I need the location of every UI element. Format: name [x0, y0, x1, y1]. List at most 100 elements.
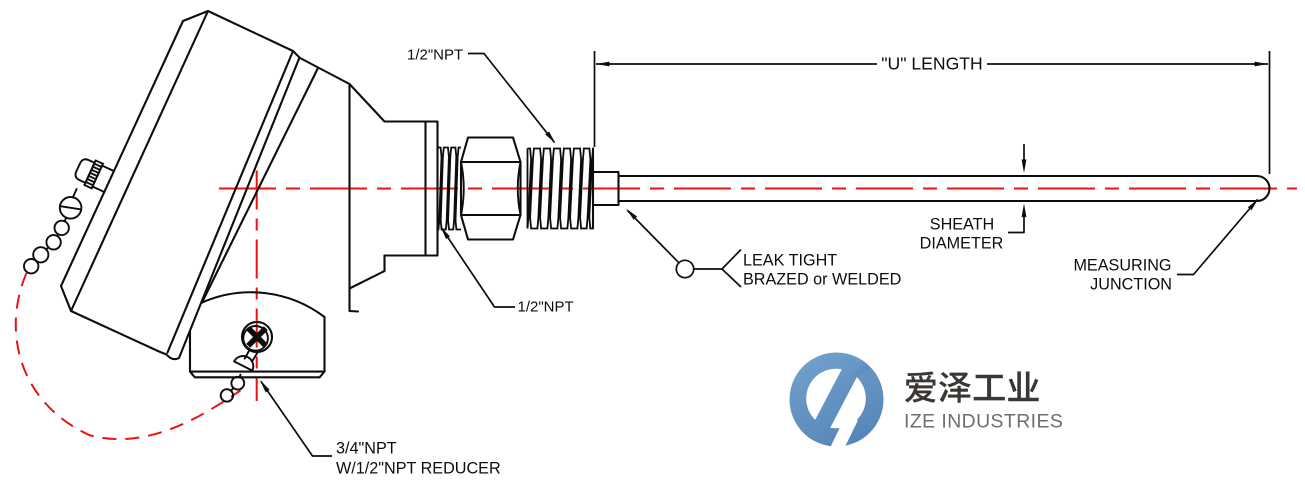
label-npt-side: 1/2"NPT: [440, 226, 574, 316]
chain-lug-knurl: [91, 165, 102, 171]
npt-threads-flanks: [527, 159, 593, 218]
chain-lug-knurl: [84, 181, 95, 187]
chain-lug-head: [74, 158, 96, 184]
npt-side-leader: [440, 227, 515, 308]
hex-outline: [459, 136, 522, 241]
chain-lug-knurl: [87, 174, 97, 181]
npt-threads-top: [527, 147, 595, 161]
chain-lug-knurl: [93, 162, 103, 168]
label-measuring-junction: MEASURING JUNCTION: [1073, 198, 1259, 294]
chain-bead-link: [56, 233, 60, 237]
centerlines: [14, 170, 1297, 441]
sheath-diameter-label-line1: SHEATH: [930, 216, 994, 234]
reducer-arrow: [260, 380, 270, 393]
leak-balloon-circle: [675, 259, 695, 279]
logo-band-wedge: [851, 357, 870, 379]
npt-top-arrow: [545, 131, 556, 144]
hex-facet-lines: [460, 161, 522, 216]
npt-threads-bottom: [526, 216, 593, 230]
reducer-label-line2: W/1/2"NPT REDUCER: [336, 460, 501, 478]
logo-chinese-glyphs: [904, 371, 1039, 403]
npt-top-leader: [468, 52, 556, 144]
hub-outline: [383, 120, 439, 257]
chain-lug-knurl: [86, 177, 96, 184]
chain-lug-line: [101, 164, 115, 172]
chain-lug-line: [91, 185, 106, 193]
u-length-label: "U" LENGTH: [881, 54, 982, 74]
leak-label-line1: LEAK TIGHT: [743, 252, 837, 270]
cap-chain-assembly: [23, 158, 115, 275]
leak-label-line2: BRAZED or WELDED: [743, 271, 901, 289]
hex-facet-arcs: [460, 161, 522, 216]
chain-eyelet: [58, 196, 83, 220]
chain-lug-knurl: [90, 168, 100, 174]
logo: 爱泽工业 IZE INDUSTRIES: [789, 352, 1063, 457]
reducer-leader: [260, 381, 332, 457]
body-cone-top: [348, 82, 386, 123]
measuring-label-line2: JUNCTION: [1090, 276, 1172, 294]
sheath-outline: [617, 174, 1271, 203]
sheath-dim-lines: [1008, 144, 1025, 234]
measuring-label-line1: MEASURING: [1073, 257, 1171, 275]
npt-side-arrow: [440, 226, 450, 239]
leak-arrow: [626, 208, 638, 220]
logo-icon: [789, 352, 884, 457]
logo-ring-cut: [828, 414, 858, 457]
sheath-dim-arrows: [1021, 159, 1027, 217]
nipple-threads-flanks: [438, 156, 459, 221]
anchor-cap: [233, 355, 255, 372]
extension-hub: [383, 120, 439, 257]
chain-lug-knurl: [83, 184, 93, 190]
anchor-bead-link: [238, 373, 242, 379]
chain-eyelet-link: [71, 188, 78, 199]
chain-swing-arc: [14, 272, 242, 441]
label-npt-top: 1/2"NPT: [407, 47, 556, 144]
union-hex-nut: [459, 136, 522, 241]
body-right-face: [348, 82, 360, 313]
chain-eyelet-bar: [59, 205, 83, 211]
body-shoulder: [298, 56, 351, 86]
anchor-bead-link: [230, 387, 235, 392]
chain-bead: [23, 258, 40, 275]
sheath-diameter-label-line2: DIAMETER: [920, 235, 1004, 253]
head-cap: [59, 9, 301, 361]
u-dim-arrows: [596, 61, 1268, 67]
nipple-threads-bottom: [437, 219, 461, 231]
leak-leader: [626, 209, 742, 288]
conduit-boss: [188, 291, 326, 403]
cap-rim-line: [166, 49, 295, 354]
label-npt-reducer: 3/4"NPT W/1/2"NPT REDUCER: [260, 380, 501, 478]
logo-diagonal-band: [807, 355, 865, 442]
logo-latin-text: IZE INDUSTRIES: [904, 411, 1063, 433]
anchor-bead: [230, 375, 246, 391]
sheath-tube: [617, 174, 1271, 203]
dimension-u-length: "U" LENGTH: [593, 51, 1271, 174]
nipple-threads-top: [437, 146, 461, 158]
cap-chamfer-line: [69, 9, 210, 313]
weld-collar: [591, 170, 620, 207]
measuring-arrow: [1247, 198, 1259, 211]
chain-lug-knurl: [94, 159, 104, 165]
chain-bead-link: [63, 216, 68, 223]
anchor-bead: [219, 388, 235, 403]
npt-top-label: 1/2"NPT: [407, 47, 463, 64]
reducer-label-line1: 3/4"NPT: [336, 440, 397, 458]
head-body: [200, 56, 386, 313]
chain-bead-link: [45, 246, 50, 251]
measuring-leader: [1177, 198, 1259, 276]
chain-bead: [32, 246, 50, 264]
nipple-threads: [437, 146, 461, 231]
weld-collar-outline: [591, 170, 620, 207]
body-cone-bottom: [348, 254, 386, 290]
label-leak-tight: LEAK TIGHT BRAZED or WELDED: [626, 208, 901, 289]
npt-side-label: 1/2"NPT: [518, 299, 574, 316]
body-left-edge: [200, 66, 320, 304]
boss-screw-cross-icon: [246, 326, 268, 348]
anchor-stem: [251, 351, 259, 363]
npt-threads: [526, 147, 595, 230]
chain-lug-knurl: [89, 171, 99, 178]
connection-head: [23, 9, 386, 403]
boss-screw-inner: [242, 325, 269, 352]
